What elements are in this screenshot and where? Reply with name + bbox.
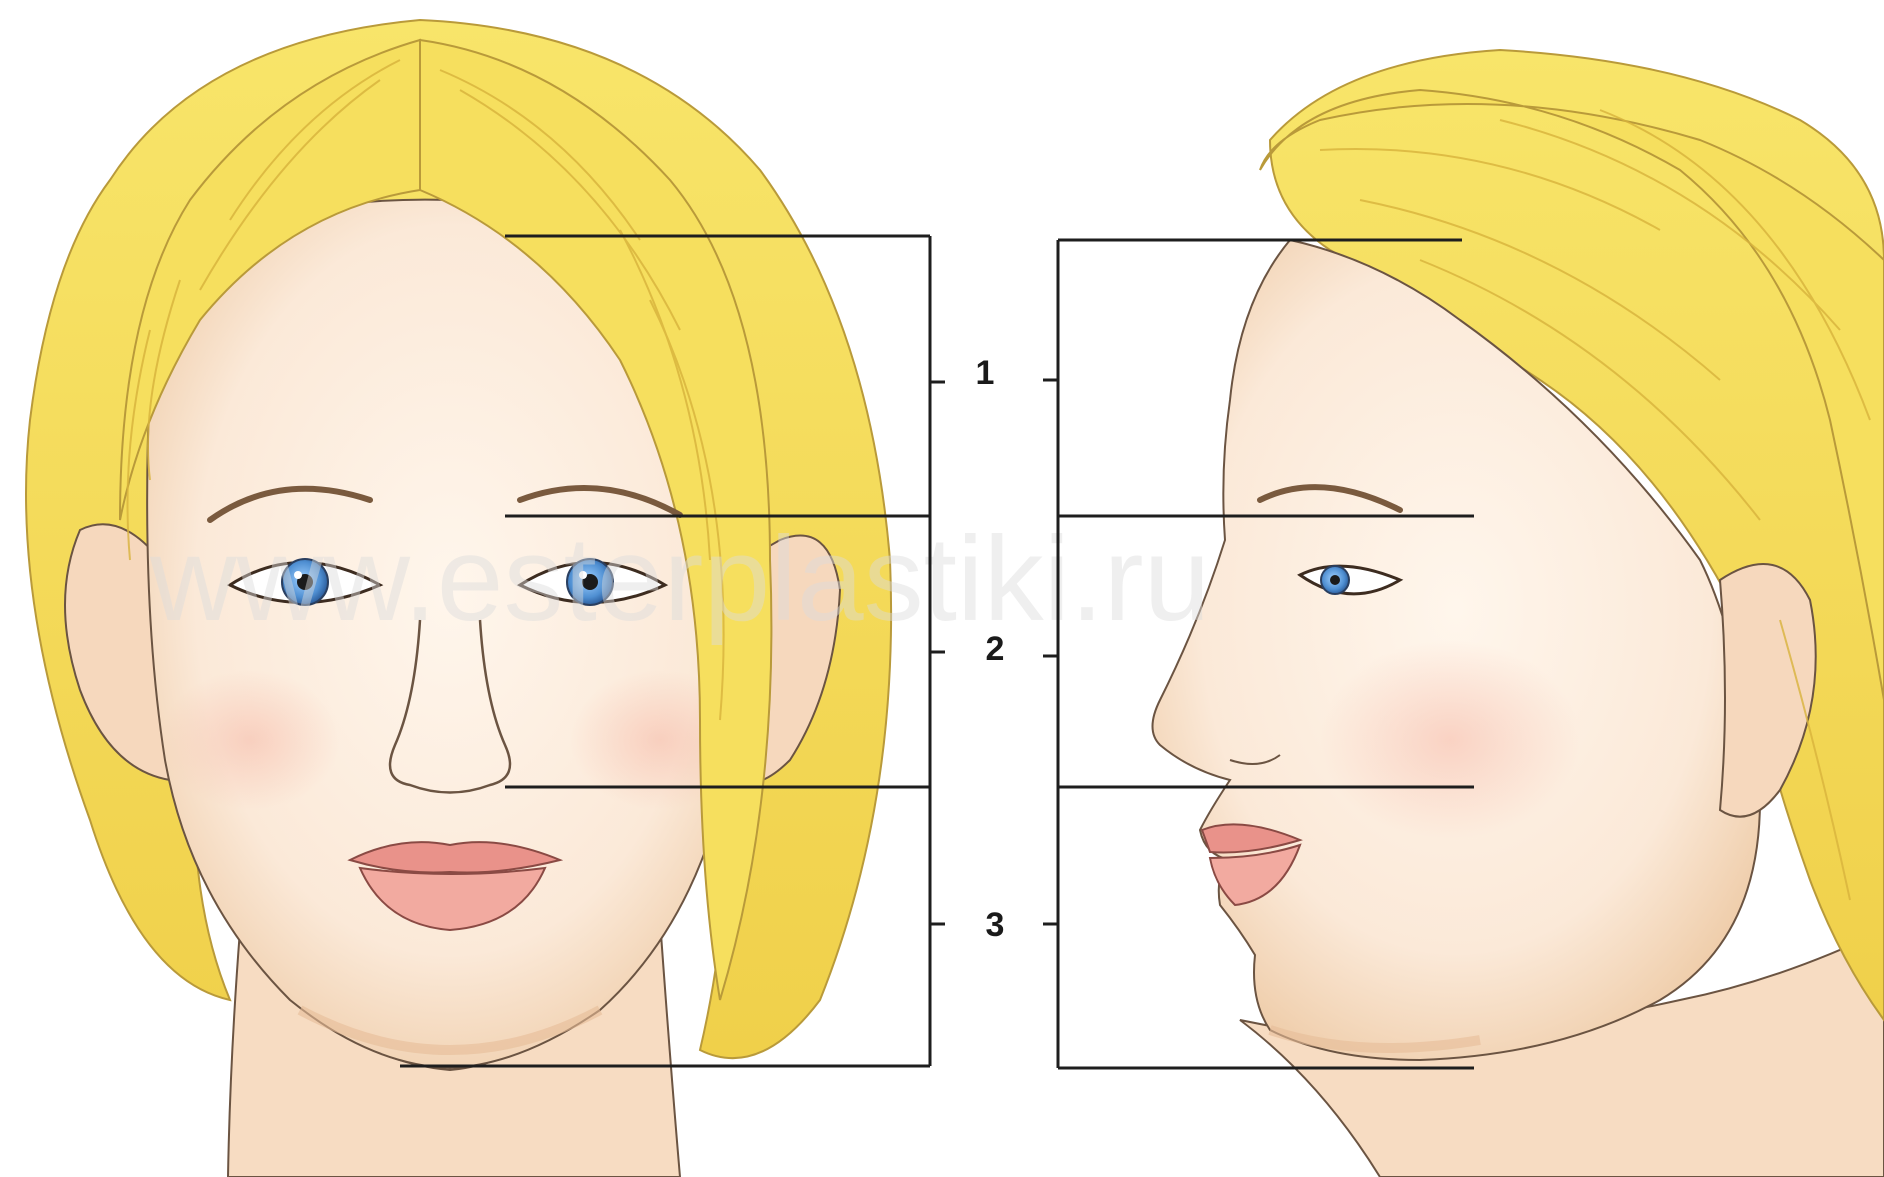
profile-view bbox=[1153, 50, 1884, 1177]
section-label-1: 1 bbox=[976, 354, 995, 392]
profile-cheek bbox=[1320, 640, 1580, 840]
front-left-cheek bbox=[160, 670, 340, 810]
section-label-3: 3 bbox=[986, 906, 1005, 944]
watermark: www.esterplastiki.ru bbox=[149, 512, 1210, 646]
section-label-2: 2 bbox=[986, 630, 1005, 668]
